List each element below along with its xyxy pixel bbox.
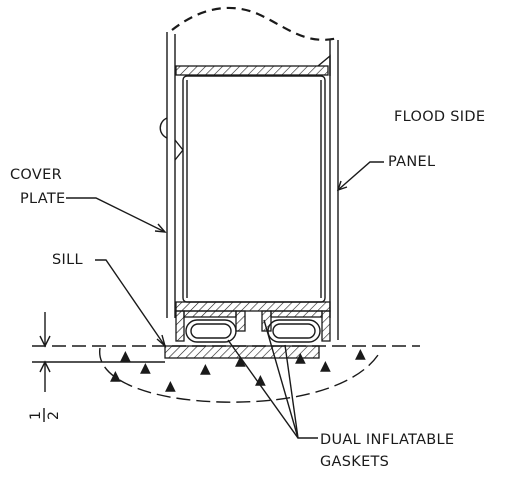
leader-lines xyxy=(66,161,384,439)
flood-side-label: FLOOD SIDE xyxy=(394,109,485,125)
gaskets-label-line1: DUAL INFLATABLE xyxy=(320,432,454,448)
panel-body xyxy=(159,32,339,340)
svg-text:▲: ▲ xyxy=(165,378,176,394)
svg-text:▲: ▲ xyxy=(255,372,266,388)
dimension-fraction: 1 2 xyxy=(28,408,62,422)
svg-text:▲: ▲ xyxy=(320,358,331,374)
svg-text:1: 1 xyxy=(28,411,44,420)
svg-text:▲: ▲ xyxy=(110,368,121,384)
break-line xyxy=(171,6,339,41)
cover-plate-label-line1: COVER xyxy=(10,167,62,183)
svg-text:▲: ▲ xyxy=(295,350,306,366)
svg-text:▲: ▲ xyxy=(355,346,366,362)
svg-text:2: 2 xyxy=(46,411,62,420)
bottom-frame xyxy=(175,301,331,342)
svg-text:▲: ▲ xyxy=(140,360,151,376)
panel-label: PANEL xyxy=(388,154,435,170)
dimension-marker xyxy=(39,312,51,392)
concrete-base: ▲ ▲ ▲ ▲ ▲ ▲ ▲ ▲ ▲ ▲ xyxy=(32,345,420,403)
sill-label: SILL xyxy=(52,252,83,268)
cover-plate-label-line2: PLATE xyxy=(20,191,65,207)
gasket-left xyxy=(185,319,237,343)
svg-text:▲: ▲ xyxy=(200,361,211,377)
svg-text:▲: ▲ xyxy=(120,348,131,364)
gaskets-label-line2: GASKETS xyxy=(320,454,389,470)
gasket-right xyxy=(267,319,321,343)
svg-text:▲: ▲ xyxy=(235,353,246,369)
